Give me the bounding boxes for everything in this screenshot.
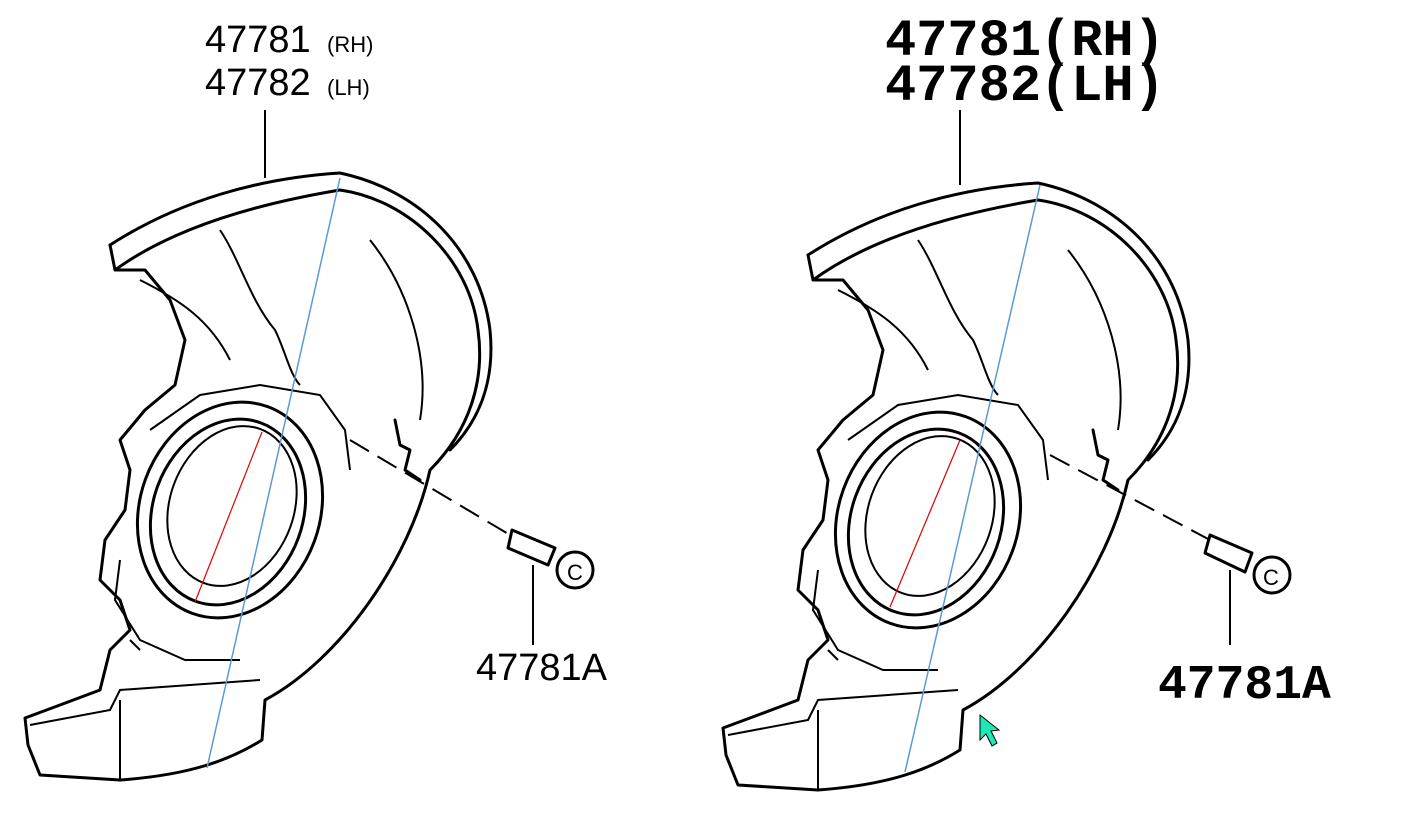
right-bolt-dashed-line	[1049, 454, 1211, 541]
left-bolt-icon: C	[506, 528, 595, 590]
svg-text:C: C	[567, 560, 583, 585]
right-part-rh: 47781	[885, 12, 1041, 71]
left-suffix-lh: (LH)	[327, 75, 370, 100]
left-bolt-dashed-line	[349, 439, 511, 536]
left-outer-measure-line	[206, 177, 341, 769]
left-suffix-rh: (RH)	[327, 32, 373, 57]
right-dust-shield	[721, 181, 1191, 792]
left-diagram: 47781 (RH) 47782 (LH) C 47781A	[23, 19, 608, 782]
left-bolt-part: 47781A	[476, 647, 608, 689]
left-part-lh: 47782	[205, 62, 311, 104]
svg-text:C: C	[1263, 565, 1279, 590]
left-inner-measure-line	[194, 431, 263, 603]
right-outer-measure-line	[904, 184, 1041, 773]
right-inner-measure-line	[889, 439, 961, 608]
right-diagram: 47781 (RH) 47782 (LH) C 47781A	[721, 12, 1331, 792]
left-part-rh: 47781	[205, 19, 311, 61]
right-part-lh: 47782	[885, 57, 1041, 116]
right-suffix-rh: (RH)	[1040, 12, 1165, 71]
right-bolt-icon: C	[1203, 533, 1292, 595]
mouse-pointer-icon	[979, 713, 1001, 747]
left-dust-shield	[23, 171, 493, 782]
right-bolt-part: 47781A	[1158, 659, 1331, 713]
right-suffix-lh: (LH)	[1040, 57, 1165, 116]
